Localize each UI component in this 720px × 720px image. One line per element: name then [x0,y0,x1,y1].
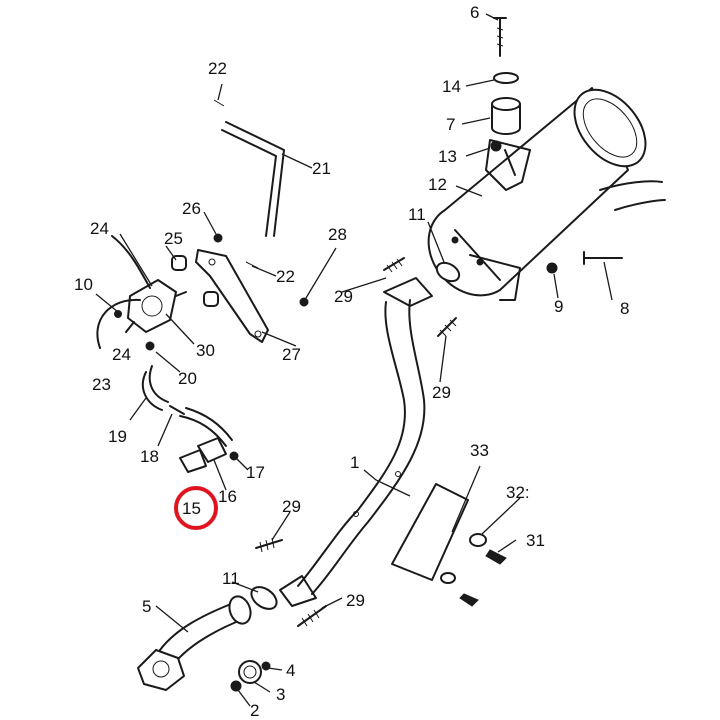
leader-lines [95,13,613,707]
callout-4: 4 [286,661,295,680]
gasket-11-lower [250,586,278,610]
callout-33: 33 [470,441,489,460]
callout-12: 12 [428,175,447,194]
gasket-3 [238,660,262,684]
callout-8: 8 [620,299,629,318]
callout-2: 2 [250,701,259,720]
callout-16: 16 [218,487,237,506]
callout-22-lower: 22 [276,267,295,286]
air-pipe-21 [221,121,285,237]
callout-7: 7 [446,115,455,134]
callout-1: 1 [350,453,359,472]
pipe-20 [179,407,233,447]
hose-23 [96,298,141,349]
callout-32: 32: [506,483,530,502]
callout-26: 26 [182,199,201,218]
nut-4 [261,661,271,671]
callout-13: 13 [438,147,457,166]
callout-29-upper-left: 29 [334,287,353,306]
front-pipe-5 [137,595,252,691]
hose-24 [111,235,151,289]
spring-29-bottom [297,605,327,627]
callout-17: 17 [246,463,265,482]
highlight-ring [174,486,218,530]
gasket-3-inner [243,665,257,679]
grommet-32b [440,572,456,584]
callout-19: 19 [108,427,127,446]
hose-19 [141,365,169,411]
nut-26 [213,233,223,243]
spring-29-top-right [437,317,457,337]
spring-29-middle [255,537,283,553]
callout-25: 25 [164,229,183,248]
callout-27: 27 [282,345,301,364]
bushing-25-lower [203,291,219,307]
callout-9: 9 [554,297,563,316]
callout-11-lower: 11 [222,569,240,588]
callout-15: 15 [182,499,201,518]
callout-10: 10 [74,275,93,294]
nut-13 [490,140,502,152]
callout-23: 23 [92,375,111,394]
rubber-mount-7 [491,97,521,135]
clamp-24 [145,341,155,351]
bolt-6 [493,17,507,57]
callout-31: 31 [526,531,545,550]
bracket-27 [195,249,269,343]
bolt-8 [583,251,623,265]
callout-29-middle: 29 [282,497,301,516]
callout-labels: 6 14 7 13 12 11 8 9 29 29 33 32: 31 1 22… [74,3,629,720]
air-valve-30 [125,279,187,333]
bolt-31b [459,593,479,607]
muffler [427,87,666,301]
callout-5: 5 [142,597,151,616]
hose-clamp-18 [169,405,185,415]
bolt-28 [299,297,309,307]
bolt-31 [485,549,507,565]
callout-14: 14 [442,77,461,96]
bolt-10 [114,310,122,318]
callout-20: 20 [178,369,197,388]
heat-shield-33 [391,483,469,581]
callout-30: 30 [196,341,215,360]
callout-22-top: 22 [208,59,227,78]
callout-18: 18 [140,447,159,466]
nut-9 [546,262,558,274]
gasket-11-upper [435,261,461,283]
washer-14 [493,72,519,84]
nut-2 [230,680,242,692]
callout-24-lower: 24 [112,345,131,364]
callout-24-upper: 24 [90,219,109,238]
callout-29-lower: 29 [346,591,365,610]
gasket-15 [179,449,207,473]
grommet-32 [469,533,487,547]
flange-16 [197,437,227,463]
callout-6: 6 [470,3,479,22]
spring-29-top-left [383,257,405,273]
callout-29-upper-right: 29 [432,383,451,402]
exhaust-pipe-1 [279,277,433,607]
callout-28: 28 [328,225,347,244]
callout-3: 3 [276,685,285,704]
callout-11-upper: 11 [408,205,426,224]
clip-22-top [213,99,225,107]
callout-21: 21 [312,159,331,178]
